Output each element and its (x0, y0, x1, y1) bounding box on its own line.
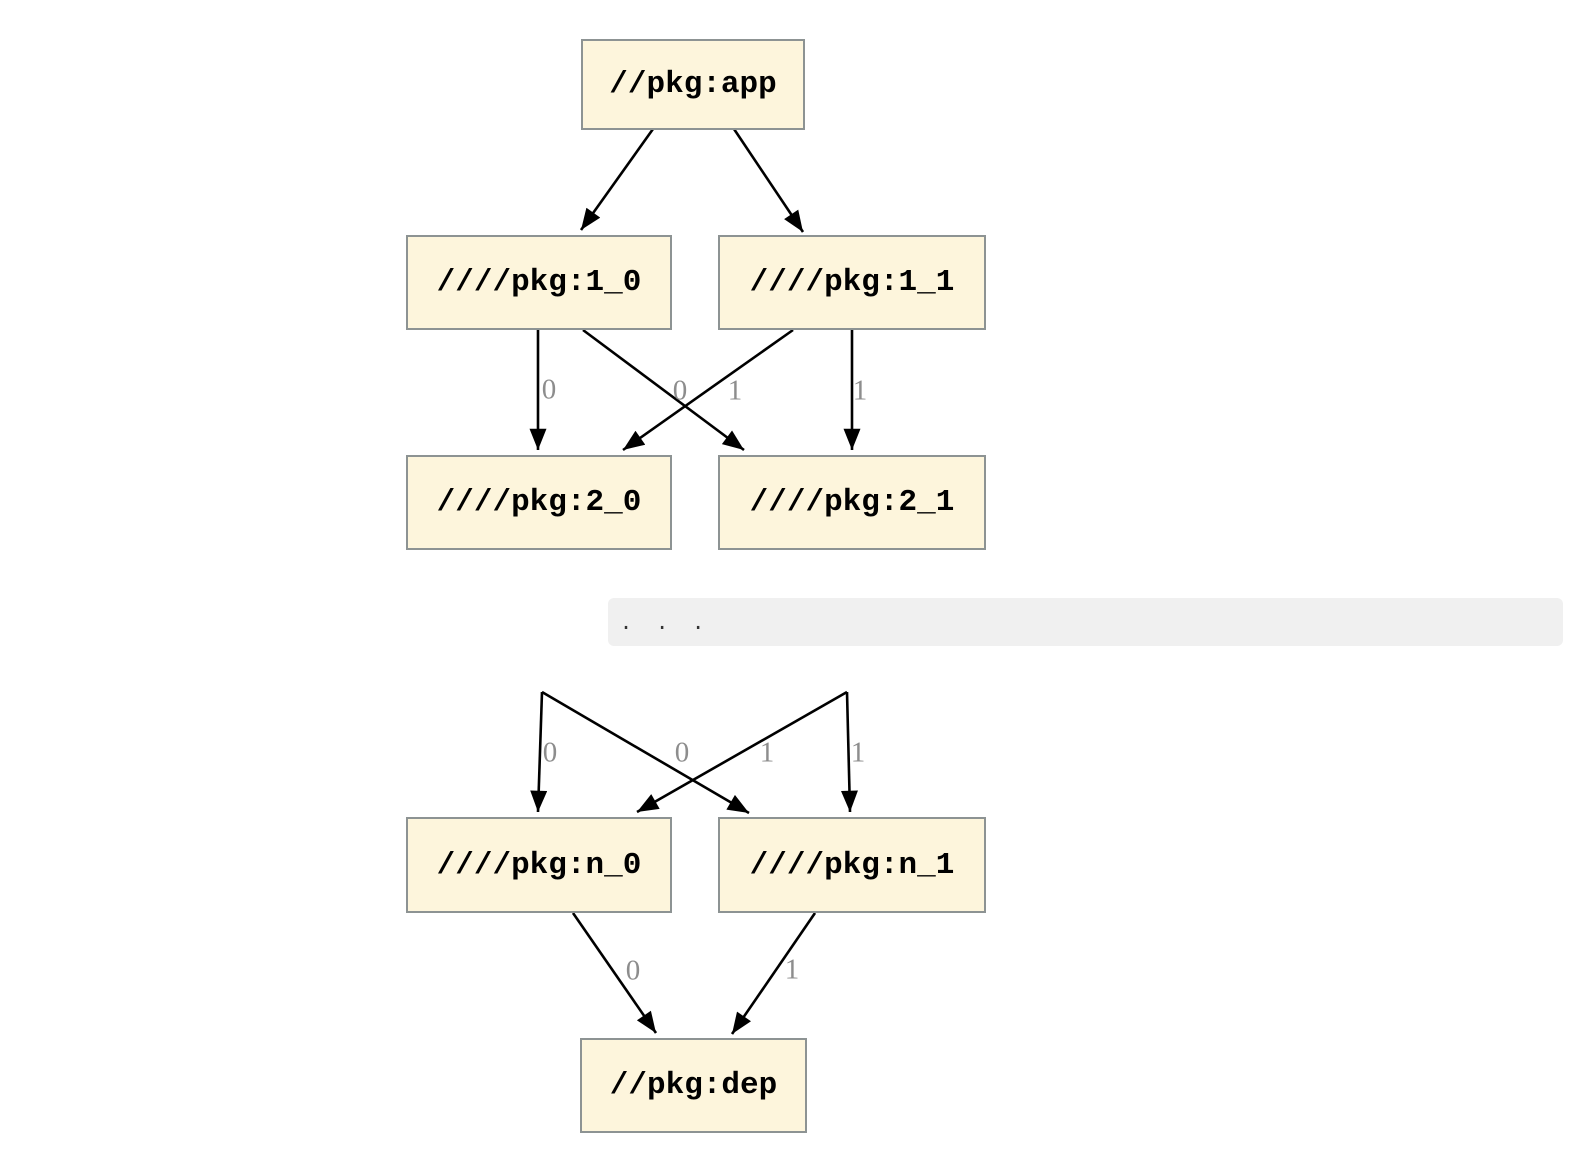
node-pkg-app: //pkg:app (581, 39, 805, 130)
edge-label-1_1-2_0: 0 (672, 374, 688, 407)
edge-app-to-1_0 (579, 128, 655, 231)
edge-label-elided-n_0-straight: 0 (542, 736, 558, 769)
edge-label-elided-n_1-cross: 1 (759, 736, 775, 769)
edge-label-1_0-2_0: 0 (541, 373, 557, 406)
edge-1_1-to-2_0 (622, 328, 794, 452)
edge-elided-to-n_0-cross (636, 690, 848, 814)
edge-label-1_0-2_1: 1 (727, 374, 743, 407)
edge-label-elided-n_1-straight: 1 (850, 736, 866, 769)
edge-1_0-to-2_1 (582, 328, 745, 452)
node-pkg-1_0: ////pkg:1_0 (406, 235, 672, 330)
edge-elided-to-n_1-straight (840, 691, 858, 813)
edge-label-1_1-2_1: 1 (852, 374, 868, 407)
node-pkg-2_1: ////pkg:2_1 (718, 455, 986, 550)
node-pkg-dep: //pkg:dep (580, 1038, 807, 1133)
edge-elided-to-n_0-straight (530, 691, 548, 813)
ellipsis-text: . . . (620, 610, 711, 634)
edge-label-n_1-dep: 1 (784, 953, 800, 986)
edge-elided-to-n_1-cross (541, 690, 750, 815)
node-pkg-n_1: ////pkg:n_1 (718, 817, 986, 913)
node-pkg-1_1: ////pkg:1_1 (718, 235, 986, 330)
edge-n_1-to-dep (730, 912, 817, 1035)
node-pkg-2_0: ////pkg:2_0 (406, 455, 672, 550)
node-pkg-n_0: ////pkg:n_0 (406, 817, 672, 913)
edge-label-elided-n_0-cross: 0 (674, 736, 690, 769)
edge-n_0-to-dep (571, 912, 658, 1034)
edge-label-n_0-dep: 0 (625, 954, 641, 987)
edge-app-to-1_1 (732, 128, 805, 233)
ellipsis-bar: . . . (608, 598, 1563, 646)
